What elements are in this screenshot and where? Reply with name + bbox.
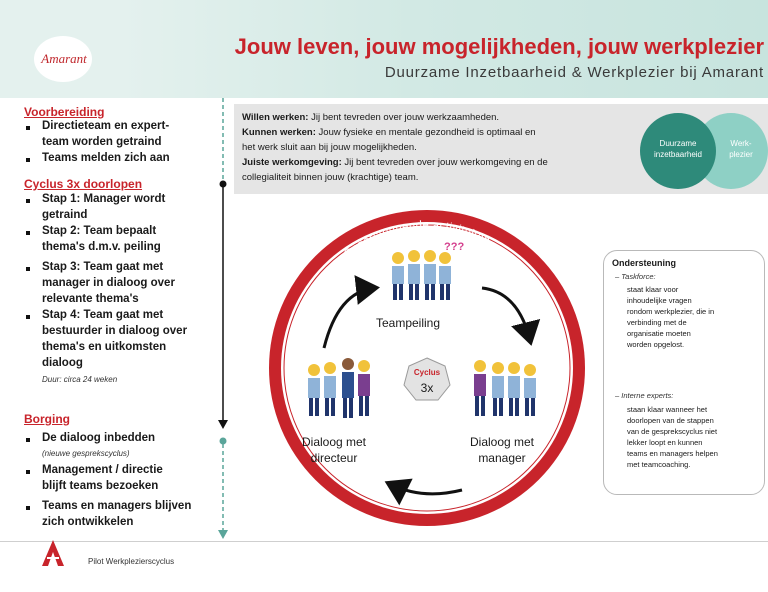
definition-line: Willen werken: Jij bent tevreden over jo…	[242, 112, 500, 123]
cycle-step-teampeiling: Teampeiling	[375, 316, 441, 330]
list-note: (nieuwe gesprekscyclus)	[42, 449, 130, 458]
step-item: thema's en uitkomsten	[42, 341, 167, 353]
step-item: thema's d.m.v. peiling	[42, 241, 161, 253]
step-item: dialoog	[42, 357, 83, 369]
circle-label: Werk-plezier	[729, 139, 753, 159]
list-item: Teams melden zich aan	[42, 152, 170, 164]
list-item: Teams en managers blijven	[42, 500, 192, 512]
manager-people-icon	[474, 360, 536, 416]
timeline-arrow-icon	[218, 420, 228, 429]
definition-line: het werk sluit aan bij jouw mogelijkhede…	[242, 142, 417, 153]
step-item: Stap 3: Team gaat met	[42, 261, 164, 273]
list-item: team worden getraind	[42, 136, 162, 148]
header-gradient	[120, 0, 768, 98]
step-item: getraind	[42, 209, 88, 221]
bullet-icon	[26, 267, 30, 271]
support-subheading: – Interne experts:	[615, 391, 674, 400]
support-title: Ondersteuning	[612, 258, 677, 268]
step-item: manager in dialoog over	[42, 277, 175, 289]
definition-line: collegialiteit binnen jouw (krachtige) t…	[242, 172, 419, 183]
step-item: Stap 2: Team bepaalt	[42, 225, 157, 237]
definition-line: Kunnen werken: Jouw fysieke en mentale g…	[242, 127, 536, 138]
footer-text: Pilot Werkplezierscyclus	[88, 557, 175, 566]
bullet-icon	[26, 506, 30, 510]
list-item: De dialoog inbedden	[42, 432, 156, 444]
list-item: Management / directie	[42, 464, 163, 476]
bullet-icon	[26, 470, 30, 474]
amarant-logo-icon	[42, 540, 64, 566]
cycle-center-badge	[403, 357, 451, 401]
question-marks: ???	[444, 241, 464, 253]
timeline	[218, 98, 228, 539]
cycle-arrow-icon	[481, 286, 541, 346]
bullet-icon	[26, 315, 30, 319]
list-item: zich ontwikkelen	[42, 516, 134, 528]
heading-borging: Borging	[24, 412, 70, 426]
support-subheading: – Taskforce:	[615, 272, 656, 281]
list-item: blijft teams bezoeken	[42, 480, 159, 492]
cycle-arrow-icon	[384, 478, 463, 506]
bullet-icon	[26, 231, 30, 235]
heading-voorbereiding: Voorbereiding	[24, 105, 105, 119]
page-subtitle: Duurzame Inzetbaarheid & Werkplezier bij…	[384, 64, 764, 81]
definition-line: Juiste werkomgeving: Jij bent tevreden o…	[242, 157, 548, 168]
duration-note: Duur: circa 24 weken	[42, 375, 118, 384]
timeline-down-arrow-icon	[218, 530, 228, 539]
footer-divider	[0, 541, 768, 542]
cycle-diagram: Ondersteunende activiteiten ???	[269, 210, 585, 526]
amarant-logo	[34, 36, 92, 82]
director-people-icon	[308, 358, 370, 418]
heading-cyclus: Cyclus 3x doorlopen	[24, 177, 143, 191]
bullet-icon	[26, 199, 30, 203]
step-item: Stap 4: Team gaat met	[42, 309, 164, 321]
cycle-center-label: Cyclus	[413, 368, 441, 377]
step-item: bestuurder in dialoog over	[42, 325, 188, 337]
cycle-center-count: 3x	[420, 381, 434, 395]
team-people-icon	[392, 250, 451, 300]
list-item: Directieteam en expert-	[42, 120, 170, 132]
bullet-icon	[26, 126, 30, 130]
logo-text: Amarant	[41, 51, 87, 66]
step-item: relevante thema's	[42, 293, 139, 305]
duurzame-inzetbaarheid-circle	[640, 113, 716, 189]
support-box	[603, 250, 765, 495]
step-item: Stap 1: Manager wordt	[42, 193, 166, 205]
cycle-arrow-icon	[322, 275, 380, 349]
bullet-icon	[26, 438, 30, 442]
timeline-dot-end	[219, 437, 227, 445]
page-title: Jouw leven, jouw mogelijkheden, jouw wer…	[234, 34, 764, 59]
bullet-icon	[26, 158, 30, 162]
